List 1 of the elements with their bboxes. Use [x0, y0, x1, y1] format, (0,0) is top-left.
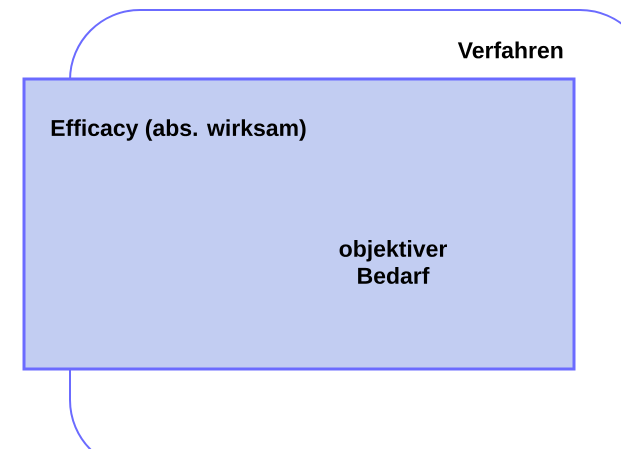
process-box: Efficacy (abs. wirksam) objektiver Bedarf	[22, 78, 576, 370]
